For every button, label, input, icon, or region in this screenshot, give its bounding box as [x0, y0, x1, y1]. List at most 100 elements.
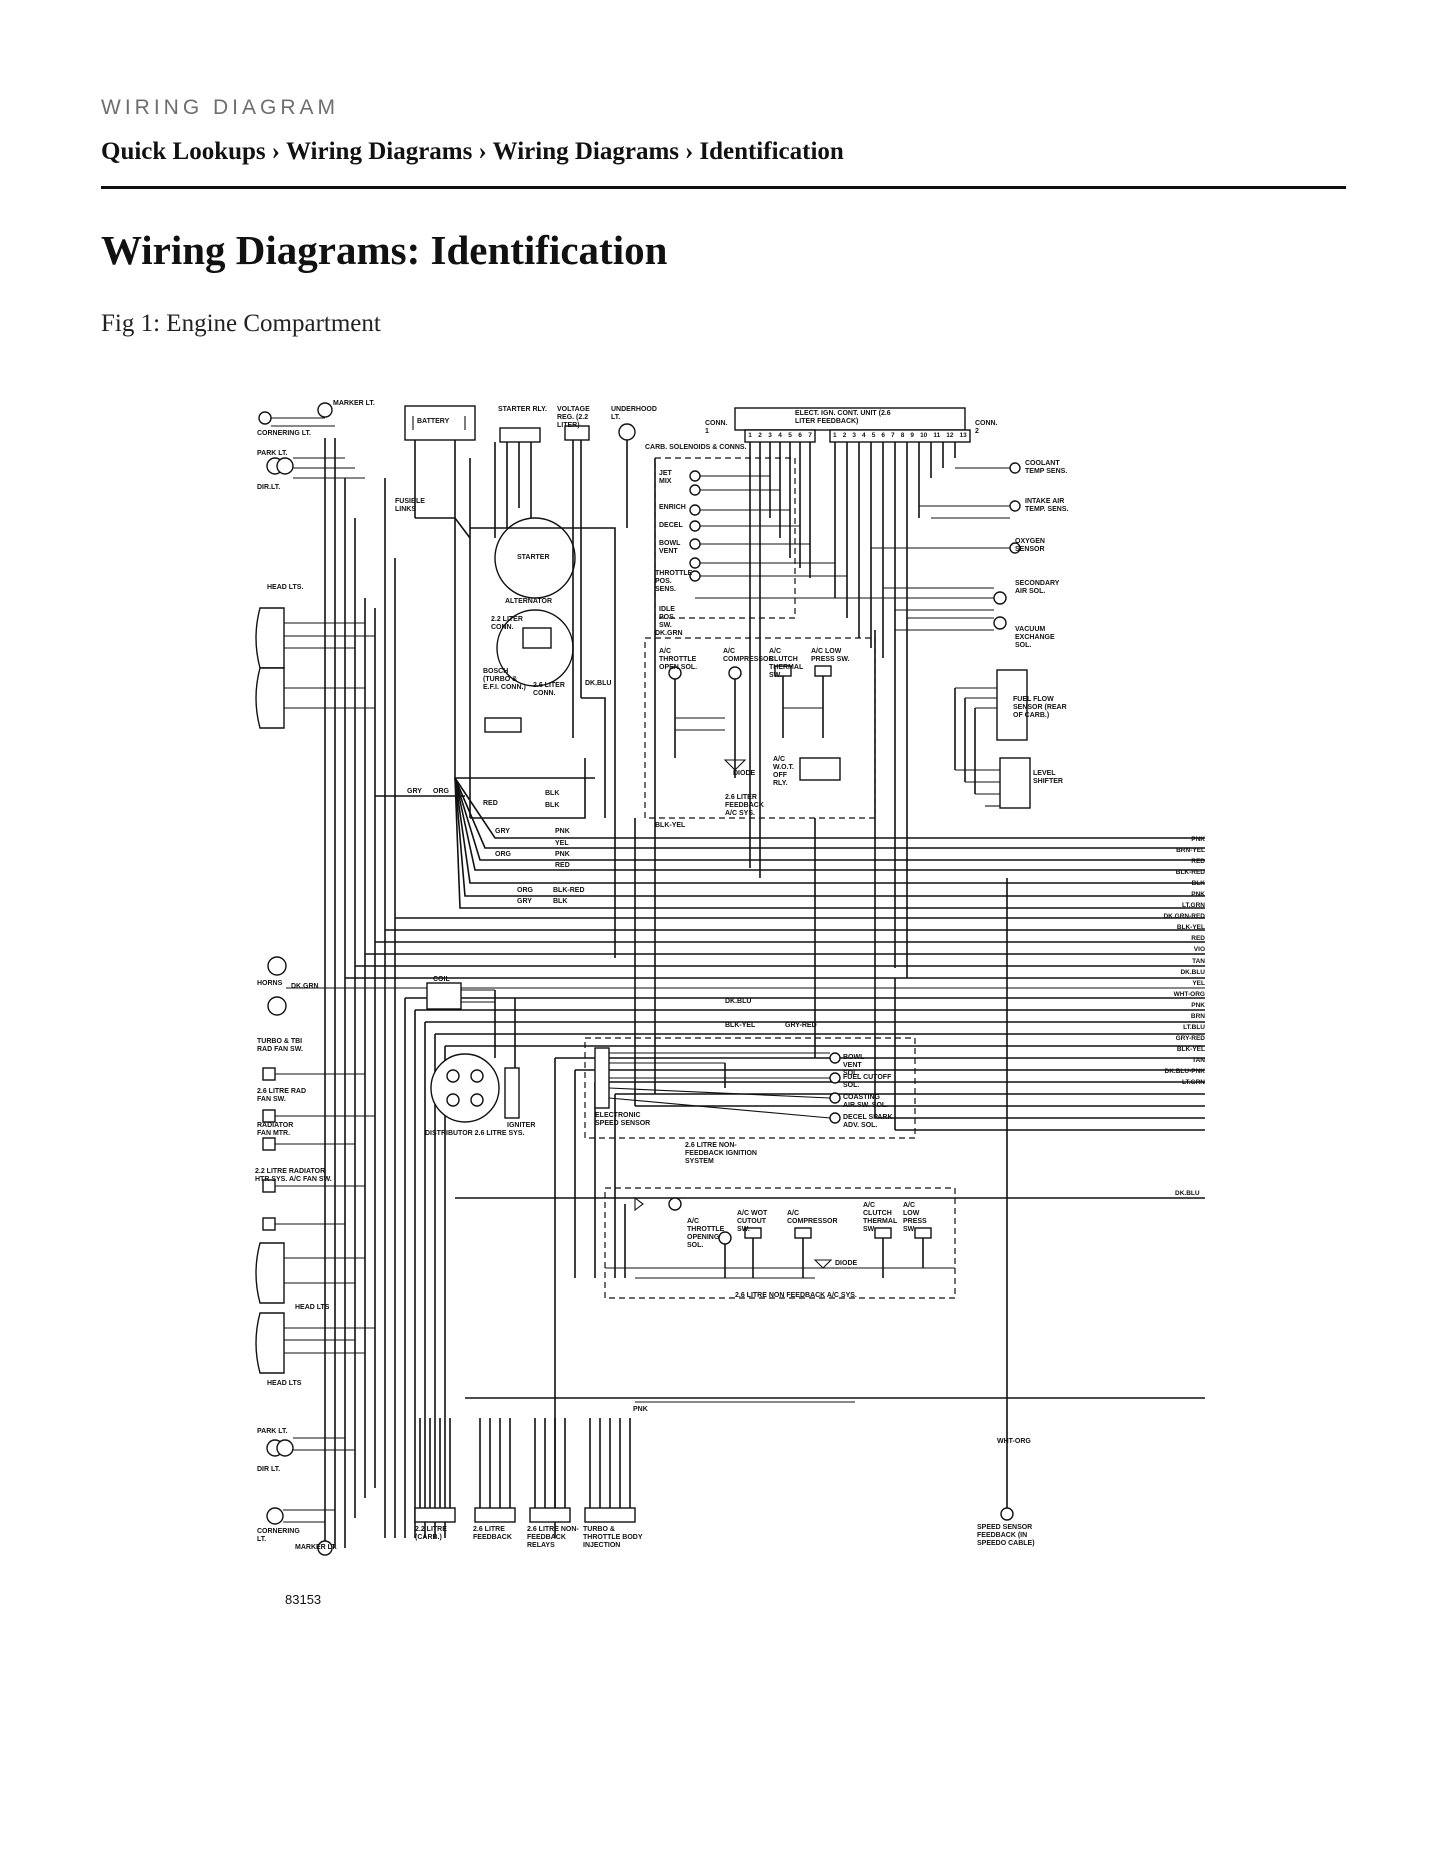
label-ecu: ELECT. IGN. CONT. UNIT (2.6 LITER FEEDBA…	[795, 410, 891, 425]
ecu-pin: 4	[778, 432, 782, 439]
label-fan26: 2.6 LITRE RAD FAN SW.	[257, 1088, 307, 1103]
right-wire-labels: PNK BRN-YEL RED BLK-RED BLK PNK LT.GRN D…	[1145, 834, 1205, 1088]
label-nonfeedback-ac: 2.6 LITRE NON FEEDBACK A/C SYS.	[735, 1292, 857, 1299]
misc-label: BLK-YEL	[725, 1022, 756, 1029]
label-nonfeedback-ign: 2.6 LITRE NON- FEEDBACK IGNITION SYSTEM	[685, 1142, 757, 1165]
misc-label: DK.BLU	[725, 998, 752, 1005]
ecu-pins-left: 1 2 3 4 5 6 7	[745, 432, 815, 440]
ecu-pin: 8	[900, 432, 905, 439]
label-decel: DECEL	[659, 522, 683, 529]
right-sensor-block	[871, 462, 1031, 809]
breadcrumb-quick-lookups[interactable]: Quick Lookups	[101, 138, 266, 165]
ecu-pin: 6	[881, 432, 885, 439]
wire-label: RED	[1191, 858, 1205, 866]
wire-label: LT.GRN	[1182, 902, 1205, 910]
misc-label: BLK-YEL	[655, 822, 686, 829]
carb-solenoid-block	[654, 457, 995, 619]
label-coolant: COOLANT TEMP SENS.	[1025, 460, 1068, 475]
label-htr22: 2.2 LITRE RADIATOR HTR SYS. A/C FAN SW.	[255, 1168, 332, 1183]
wire-label: GRY-RED	[1175, 1034, 1205, 1042]
label-ac-throttle2: A/C THROTTLE OPENING SOL.	[687, 1218, 725, 1249]
wire-label: PNK	[1191, 836, 1205, 843]
label-head-top: HEAD LTS.	[267, 584, 304, 591]
label-ac-low: A/C LOW PRESS SW.	[811, 648, 850, 663]
label-marker-bottom: MARKER LT.	[295, 1544, 337, 1551]
label-secondary: SECONDARY AIR SOL.	[1015, 580, 1060, 595]
wire-label: WHT-ORG	[1173, 990, 1205, 998]
label-oxygen: OXYGEN SENSOR	[1015, 538, 1045, 553]
label-throttle: THROTTLE POS. SENS.	[655, 570, 693, 593]
wire-label: TAN	[1192, 957, 1205, 965]
label-ac-wot: A/C W.O.T. OFF RLY.	[773, 756, 794, 787]
bus-label: GRY	[517, 898, 532, 905]
header-divider	[101, 186, 1346, 189]
label-head-bottom: HEAD LTS	[295, 1304, 330, 1311]
label-igniter: IGNITER	[507, 1122, 536, 1129]
ecu-pin: 3	[852, 432, 856, 439]
label-feedback26: 2.6 LITER FEEDBACK A/C SYS.	[725, 794, 764, 817]
misc-label: RED	[483, 800, 498, 807]
section-kicker: WIRING DIAGRAM	[101, 96, 339, 119]
figure-caption: Fig 1: Engine Compartment	[101, 310, 381, 337]
bus-label: BLK-RED	[553, 887, 585, 894]
label-dir-bottom: DIR LT.	[257, 1466, 281, 1473]
figure-number: 83153	[285, 1592, 322, 1607]
wire-label: BLK-RED	[1175, 869, 1205, 877]
label-coil: COIL	[433, 976, 450, 983]
label-speed-sensor: ELECTRONIC SPEED SENSOR	[595, 1112, 651, 1127]
misc-label: DK.GRN	[291, 983, 319, 990]
top-power-components	[404, 405, 636, 733]
ecu-pin: 13	[959, 432, 967, 439]
label-cornering-bottom: CORNERING LT.	[257, 1528, 300, 1543]
ecu-block	[734, 407, 971, 978]
label-horns: HORNS	[257, 980, 283, 987]
label-conn2: CONN. 2	[975, 420, 998, 435]
wire-label: DK.BLU-PNK	[1164, 1067, 1205, 1075]
wire-label: BRN-YEL	[1176, 847, 1205, 855]
wire-label: BLK	[1191, 880, 1205, 888]
ecu-pin: 1	[833, 432, 837, 439]
top-power-wires	[375, 440, 628, 1538]
wire-label-right-extra: DK.BLU	[1175, 1190, 1200, 1197]
label-park-bottom: PARK LT.	[257, 1428, 288, 1435]
wire-label: BRN	[1190, 1012, 1205, 1020]
label-marker-top: MARKER LT.	[333, 400, 375, 407]
central-bus-wires	[345, 458, 1205, 1538]
ecu-pin: 3	[768, 432, 772, 439]
label-voltage-reg: VOLTAGE REG. (2.2 LITER)	[557, 406, 590, 429]
label-diode2: DIODE	[835, 1260, 858, 1267]
bus-label: BLK	[553, 898, 568, 905]
bus-label: YEL	[555, 840, 569, 847]
bottom-connectors	[414, 878, 1014, 1523]
diagram-labels: MARKER LT. CORNERING LT. PARK LT. DIR.LT…	[255, 398, 1205, 1608]
label-diode: DIODE	[733, 770, 756, 777]
bus-label: RED	[555, 862, 570, 869]
label-conn1: CONN. 1	[705, 420, 728, 435]
wire-label: VIO	[1193, 946, 1205, 954]
bottom-ac-block	[604, 1187, 956, 1299]
label-underhood: UNDERHOOD LT.	[611, 406, 657, 421]
label-conn22: 2.2 LITER CONN.	[491, 616, 523, 631]
wire-label: LT.GRN	[1182, 1079, 1205, 1087]
label-rad-fan: RADIATOR FAN MTR.	[257, 1122, 294, 1137]
ecu-pins-right: 1 2 3 4 5 6 7 8 9 10 11 12 13	[830, 432, 970, 440]
label-idle: IDLE POS. SW.	[659, 606, 676, 629]
ecu-pin: 5	[871, 432, 876, 439]
label-vacuum: VACUUM EXCHANGE SOL.	[1015, 626, 1055, 649]
breadcrumb-identification: Identification	[699, 138, 844, 165]
label-ac-wot-cut: A/C WOT CUTOUT SW.	[737, 1210, 768, 1233]
bus-label: ORG	[495, 851, 511, 858]
page-title: Wiring Diagrams: Identification	[101, 227, 668, 273]
breadcrumb-wiring-diagrams[interactable]: Wiring Diagrams	[286, 138, 473, 165]
wire-label: DK.GRN-RED	[1163, 913, 1205, 921]
bus-label: ORG	[517, 887, 533, 894]
wire-label: RED	[1191, 935, 1205, 943]
label-bosch: BOSCH (TURBO & E.F.I. CONN.)	[483, 668, 526, 691]
breadcrumb-wiring-diagrams-sub[interactable]: Wiring Diagrams	[492, 138, 680, 165]
ecu-pin: 4	[862, 432, 866, 439]
wiring-diagram-figure: MARKER LT. CORNERING LT. PARK LT. DIR.LT…	[255, 398, 1205, 1608]
label-ac-throttle: A/C THROTTLE OPEN SOL.	[659, 648, 698, 671]
wire-label: LT.BLU	[1183, 1023, 1205, 1031]
ecu-pin: 1	[748, 432, 752, 439]
